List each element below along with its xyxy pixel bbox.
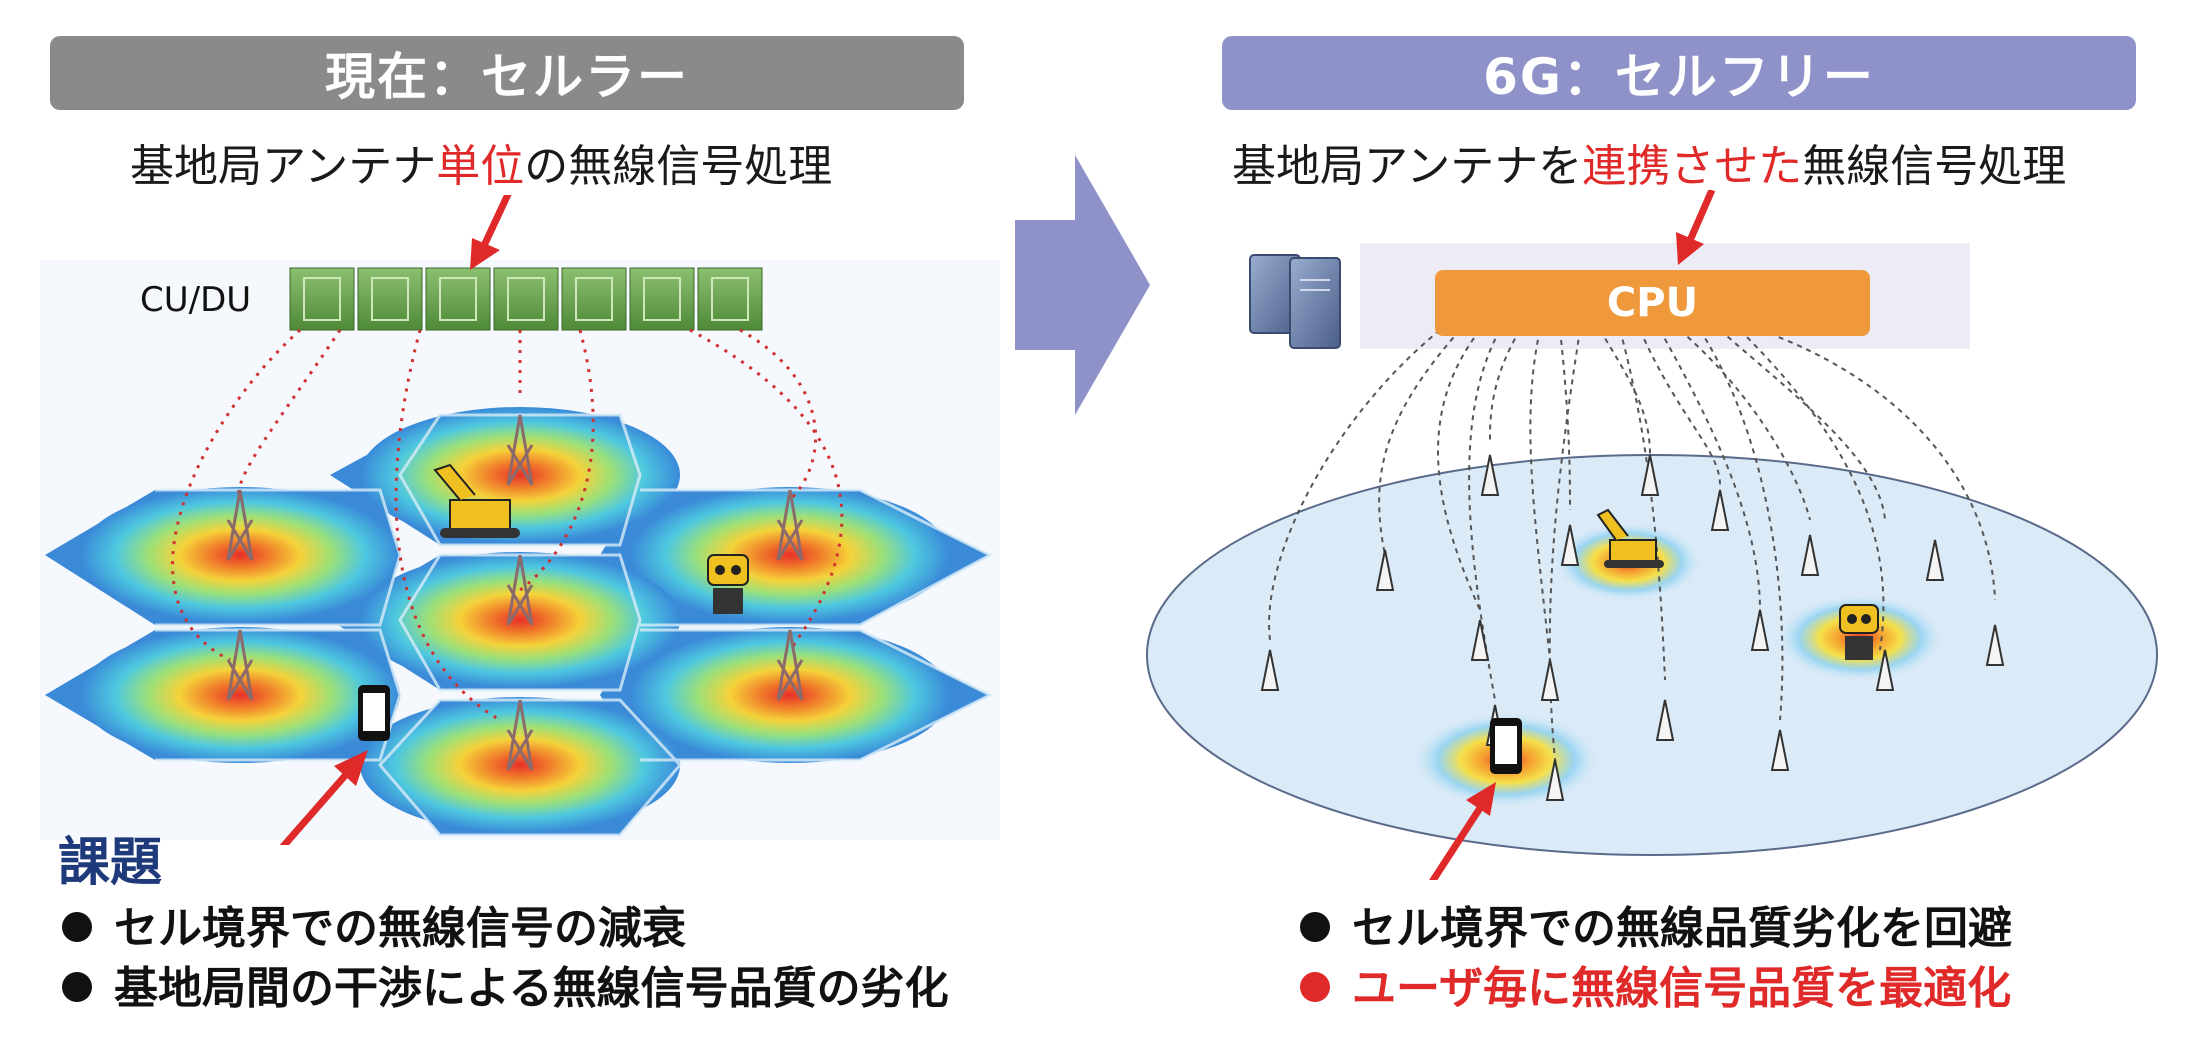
benefit-text-1: セル境界での無線品質劣化を回避 <box>1352 903 2012 954</box>
antenna-icon <box>1925 539 1945 581</box>
excavator-icon <box>1596 508 1664 568</box>
left-subtitle-pre: 基地局アンテナ <box>130 141 437 192</box>
excavator-icon <box>433 463 520 538</box>
left-banner: 現在：セルラー <box>50 36 964 110</box>
cu-du-unit <box>629 267 695 331</box>
antenna-icon <box>1470 619 1490 661</box>
right-banner-text: 6G：セルフリー <box>1483 48 1875 106</box>
benefit-item-1: セル境界での無線品質劣化を回避 <box>1300 892 2012 956</box>
right-highlight-arrow <box>1676 190 1716 265</box>
issue-text-1: セル境界での無線信号の減衰 <box>114 903 686 954</box>
cell-tower-icon <box>226 414 804 771</box>
right-subtitle-pre: 基地局アンテナを <box>1232 141 1583 192</box>
right-subtitle-highlight: 連携させた <box>1582 141 1803 192</box>
issue-item-2: 基地局間の干渉による無線信号品質の劣化 <box>62 952 949 1016</box>
antenna-icon <box>1750 609 1770 651</box>
antenna-icon <box>1540 659 1560 701</box>
cu-du-unit <box>425 267 491 331</box>
antenna-icon <box>1545 759 1565 801</box>
coverage-area <box>1146 454 2158 856</box>
right-arrow-icon <box>1015 155 1150 415</box>
left-highlight-arrow <box>470 195 512 270</box>
cu-du-unit <box>561 267 627 331</box>
cpu-links <box>1268 329 1996 761</box>
benefit-text-2: ユーザ毎に無線信号品質を最適化 <box>1352 963 2012 1014</box>
issue-item-1: セル境界での無線信号の減衰 <box>62 892 686 956</box>
antenna-icon <box>1770 729 1790 771</box>
right-subtitle: 基地局アンテナを連携させた無線信号処理 <box>1232 130 2066 194</box>
left-subtitle-post: の無線信号処理 <box>524 141 833 192</box>
robot-icon <box>1839 604 1879 660</box>
antenna-icon <box>1640 454 1660 496</box>
cpu-label: CPU <box>1606 280 1699 326</box>
bullet-dot <box>1300 912 1330 942</box>
smartphone-icon <box>358 685 390 741</box>
issue-arrow <box>279 750 368 845</box>
bullet-dot-red <box>1300 972 1330 1002</box>
cu-du-unit <box>357 267 423 331</box>
bullet-dot <box>62 912 92 942</box>
antenna-icon <box>1560 524 1580 566</box>
cu-du-units <box>289 267 763 331</box>
antenna-icon <box>1260 649 1280 691</box>
cu-du-unit <box>493 267 559 331</box>
benefit-item-2: ユーザ毎に無線信号品質を最適化 <box>1300 952 2011 1016</box>
cu-du-label: CU/DU <box>140 280 252 320</box>
server-icon <box>1249 254 1341 349</box>
right-subtitle-post: 無線信号処理 <box>1802 141 2067 192</box>
cu-du-unit <box>289 267 355 331</box>
cell-free-diagram <box>1146 190 2158 880</box>
antenna-icon <box>1655 699 1675 741</box>
bullet-dot <box>62 972 92 1002</box>
issues-title: 課題 <box>58 833 163 893</box>
heatmaps <box>80 407 950 833</box>
issue-text-2: 基地局間の干渉による無線信号品質の劣化 <box>114 963 949 1014</box>
benefit-arrow <box>1429 782 1496 880</box>
antenna-icon <box>1375 549 1395 591</box>
right-banner: 6G：セルフリー <box>1222 36 2136 110</box>
antenna-icon <box>1710 489 1730 531</box>
left-subtitle-highlight: 単位 <box>436 141 525 192</box>
cellular-diagram <box>40 195 1000 845</box>
cu-du-unit <box>697 267 763 331</box>
antenna-icon <box>1985 624 2005 666</box>
antenna-icon <box>1800 534 1820 576</box>
smartphone-icon <box>1490 718 1522 774</box>
robot-icon <box>707 554 749 614</box>
cpu-bar: CPU <box>1435 270 1870 336</box>
left-subtitle: 基地局アンテナ単位の無線信号処理 <box>130 130 832 194</box>
antenna-icon <box>1480 454 1500 496</box>
antenna-icon <box>1875 649 1895 691</box>
left-banner-text: 現在：セルラー <box>325 48 689 106</box>
